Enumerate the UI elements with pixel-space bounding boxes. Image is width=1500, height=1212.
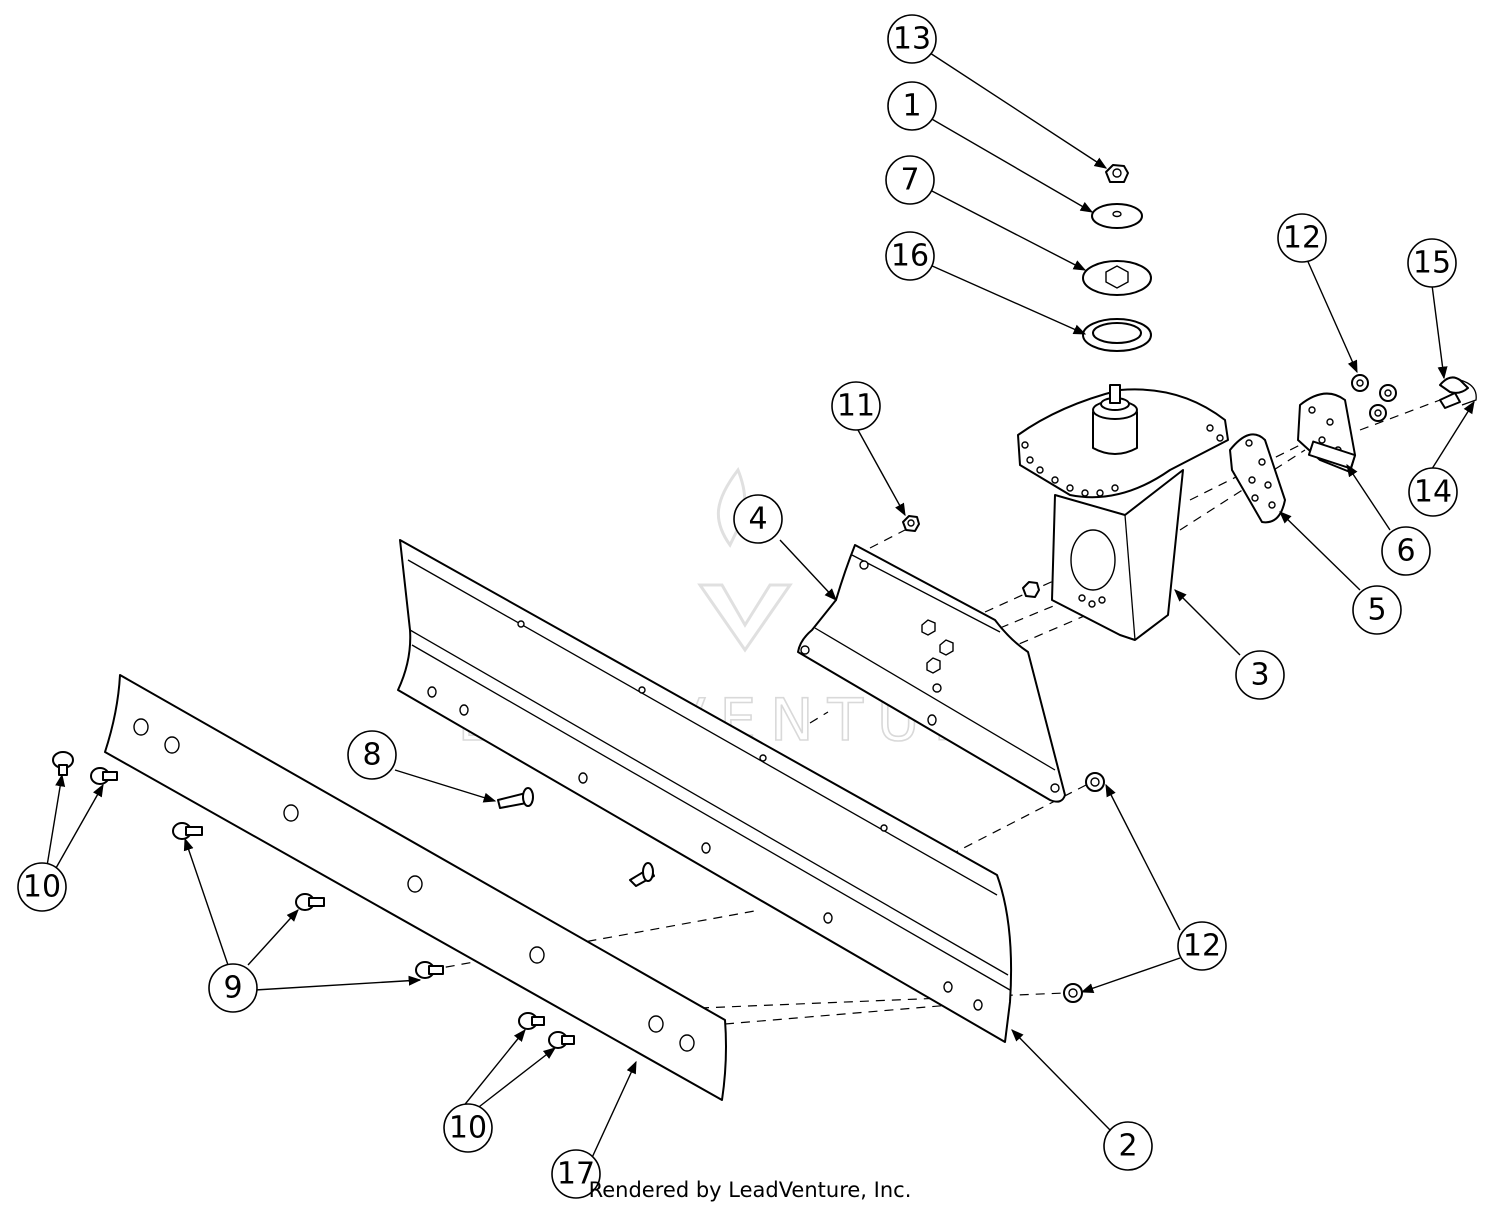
callout-14: 14	[1408, 467, 1458, 517]
callout-2: 2	[1103, 1121, 1153, 1171]
callout-12-upper: 12	[1277, 213, 1327, 263]
part-13-nut	[1105, 164, 1129, 183]
leader-lines	[46, 52, 1475, 1163]
callout-7-label: 7	[900, 163, 919, 198]
callout-5-label: 5	[1367, 593, 1386, 628]
callout-2-label: 2	[1118, 1129, 1137, 1164]
part-4-mount-bracket	[797, 544, 1066, 803]
callout-10-left-label: 10	[23, 870, 61, 905]
callout-4: 4	[733, 494, 783, 544]
callout-1-label: 1	[902, 89, 921, 124]
part-3-pivot-housing	[1017, 384, 1229, 641]
callout-8: 8	[347, 730, 397, 780]
part-10-bolts-left	[52, 751, 118, 785]
callout-5: 5	[1352, 585, 1402, 635]
callout-4-label: 4	[748, 502, 767, 537]
callout-13-label: 13	[893, 22, 931, 57]
callout-10-left: 10	[17, 862, 67, 912]
callout-15: 15	[1407, 238, 1457, 288]
callout-11: 11	[831, 381, 881, 431]
watermark-flame-icon	[716, 466, 747, 548]
part-11-nut	[902, 515, 920, 532]
callout-12-lower-label: 12	[1183, 929, 1221, 964]
part-10-bolts-bottom	[518, 1012, 575, 1049]
part-5-plate	[1229, 433, 1286, 524]
callout-16-label: 16	[891, 239, 929, 274]
callout-13: 13	[887, 14, 937, 64]
callout-9: 9	[208, 963, 258, 1013]
part-8-bolts	[497, 787, 655, 887]
callout-12-upper-label: 12	[1283, 221, 1321, 256]
part-6-latch-plate	[1297, 392, 1357, 473]
part-16-bushing	[1082, 318, 1152, 352]
callout-10-bottom-label: 10	[449, 1111, 487, 1146]
callout-8-label: 8	[362, 738, 381, 773]
callout-11-label: 11	[837, 389, 875, 424]
callout-3-label: 3	[1250, 658, 1269, 693]
callout-10-bottom: 10	[443, 1103, 493, 1153]
callout-15-label: 15	[1413, 246, 1451, 281]
watermark-logo-icon	[697, 583, 793, 653]
callout-17: 17	[551, 1149, 601, 1199]
callout-6: 6	[1381, 526, 1431, 576]
part-1-washer	[1091, 203, 1143, 229]
part-2-blade	[397, 539, 1013, 1043]
callout-7: 7	[885, 155, 935, 205]
part-12-nuts-lower	[1063, 772, 1105, 1003]
part-nut-small	[1022, 581, 1040, 598]
part-14-clip	[1459, 379, 1477, 406]
part-12-nuts-upper	[1351, 374, 1397, 422]
callout-3: 3	[1235, 650, 1285, 700]
footer-credit: Rendered by LeadVenture, Inc.	[588, 1178, 912, 1202]
part-17-cutting-edge	[104, 674, 727, 1101]
callout-14-label: 14	[1414, 475, 1452, 510]
callout-6-label: 6	[1396, 534, 1415, 569]
part-9-bolts	[172, 822, 444, 979]
part-15-pin	[1439, 376, 1469, 409]
callout-12-lower: 12	[1177, 921, 1227, 971]
callout-17-label: 17	[557, 1157, 595, 1192]
callout-1: 1	[887, 81, 937, 131]
part-7-hex-washer	[1082, 260, 1152, 296]
callout-9-label: 9	[223, 971, 242, 1006]
callout-16: 16	[885, 231, 935, 281]
